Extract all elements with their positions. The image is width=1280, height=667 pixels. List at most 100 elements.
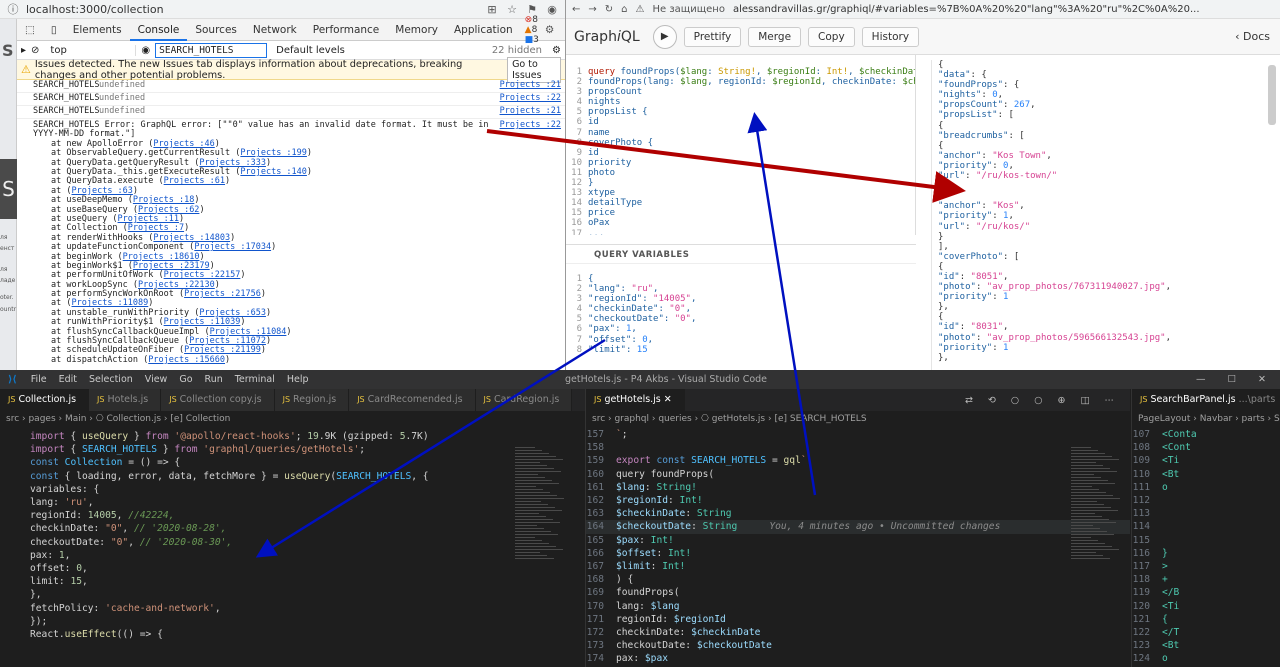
close-icon[interactable]: ✕ [663, 394, 672, 405]
menu-edit[interactable]: Edit [58, 374, 77, 385]
query-variables-header[interactable]: QUERY VARIABLES [566, 244, 916, 264]
stack-source-link[interactable]: Projects :11089 [71, 298, 149, 309]
stack-source-link[interactable]: Projects :46 [153, 138, 215, 149]
stack-source-link[interactable]: Projects :11072 [189, 336, 266, 347]
levels-dropdown[interactable]: Default levels [276, 44, 345, 56]
code-line[interactable]: 113 [1132, 508, 1150, 520]
menu-go[interactable]: Go [179, 374, 193, 385]
reload-icon[interactable]: ↻ [604, 3, 614, 15]
code-editor-left[interactable]: import { useQuery } from '@apollo/react-… [0, 428, 585, 641]
stack-source-link[interactable]: Projects :653 [199, 307, 266, 318]
query-line[interactable]: 5 propsList { [576, 107, 648, 118]
stack-source-link[interactable]: Projects :11 [117, 213, 179, 224]
extension-icon[interactable]: ⚑ [527, 2, 537, 16]
variable-line[interactable]: 5 "checkoutDate": "0", [576, 314, 697, 325]
code-line[interactable]: 169 foundProps( [586, 587, 680, 599]
menu-help[interactable]: Help [286, 374, 309, 385]
query-line[interactable]: 14 detailType [571, 198, 643, 209]
home-icon[interactable]: ⌂ [621, 3, 628, 15]
log-source-link[interactable]: Projects :21 [499, 80, 561, 91]
code-line[interactable]: import { useQuery } from '@apollo/react-… [30, 431, 429, 442]
variable-line[interactable]: 8 "limit": 15 [576, 344, 648, 355]
stack-source-link[interactable]: Projects :21756 [184, 289, 261, 300]
code-line[interactable]: 159 export const SEARCH_HOTELS = gql` [586, 455, 807, 467]
gear-icon[interactable]: ⚙ [552, 44, 561, 56]
stack-source-link[interactable]: Projects :140 [240, 166, 307, 177]
menu-file[interactable]: File [30, 374, 47, 385]
code-line[interactable]: 120 <Ti [1132, 600, 1180, 612]
code-line[interactable]: const { loading, error, data, fetchMore … [30, 470, 429, 482]
stack-source-link[interactable]: Projects :199 [240, 148, 307, 159]
query-line[interactable]: 17 ... [571, 228, 605, 236]
code-line[interactable]: 163 $checkinDate: String [586, 508, 732, 520]
code-line[interactable]: checkoutDate: "0", // '2020-08-30', [30, 536, 233, 548]
stack-source-link[interactable]: Projects :14803 [153, 232, 231, 243]
url-text[interactable]: localhost:3000/collection [26, 2, 164, 16]
history-button[interactable]: History [861, 26, 920, 47]
execute-button[interactable]: ▶ [652, 24, 677, 49]
sidebar-toggle-icon[interactable]: ▸ [21, 44, 27, 56]
device-icon[interactable]: ▯ [50, 23, 57, 36]
breadcrumb[interactable]: src › graphql › queries › ⎔ getHotels.js… [592, 414, 867, 424]
code-line[interactable]: 173 checkoutDate: $checkoutDate [586, 640, 772, 652]
go-to-issues-button[interactable]: Go to Issues [507, 56, 561, 83]
code-line[interactable]: 124 o [1132, 653, 1168, 665]
code-line[interactable]: limit: 15, [30, 576, 88, 588]
stack-source-link[interactable]: Projects :23179 [132, 260, 210, 271]
tab-application[interactable]: Application [453, 23, 513, 36]
code-line[interactable]: 172 checkinDate: $checkinDate [586, 627, 761, 639]
stack-source-link[interactable]: Projects :18610 [122, 251, 200, 262]
variable-line[interactable]: 3 "regionId": "14005", [576, 294, 697, 305]
code-line[interactable]: 108 <Cont [1132, 442, 1191, 454]
query-line[interactable]: 15 price [571, 208, 616, 219]
gear-icon[interactable]: ⚙ [544, 23, 555, 36]
log-source-link[interactable]: Projects :22 [499, 93, 561, 104]
code-line[interactable]: 109 <Ti [1132, 455, 1180, 467]
stack-source-link[interactable]: Projects :11039 [163, 317, 241, 328]
url-text[interactable]: alessandravillas.gr/graphiql/#variables=… [732, 3, 1200, 15]
inspect-icon[interactable]: ⬚ [25, 23, 35, 36]
error-source-link[interactable]: Projects :22 [499, 120, 561, 130]
stack-source-link[interactable]: Projects :21199 [184, 345, 261, 356]
tab-console[interactable]: Console [129, 19, 188, 41]
forward-icon[interactable]: → [588, 3, 597, 15]
clear-console-icon[interactable]: ⊘ [31, 44, 40, 56]
query-line[interactable]: 7 name [576, 127, 610, 138]
code-line[interactable]: 112 [1132, 495, 1150, 507]
menu-run[interactable]: Run [204, 374, 223, 385]
menu-selection[interactable]: Selection [89, 374, 133, 385]
code-line[interactable]: React.useEffect(() => { [30, 629, 163, 641]
code-line[interactable]: 160 query foundProps( [586, 468, 715, 480]
code-line[interactable]: 123 <Bt [1132, 640, 1180, 652]
variable-line[interactable]: 6 "pax": 1, [576, 324, 637, 335]
code-line[interactable]: lang: 'ru', [30, 497, 94, 509]
query-line[interactable]: 16 oPax [571, 218, 610, 229]
profile-icon[interactable]: ◉ [547, 2, 557, 16]
code-line[interactable]: 171 regionId: $regionId [586, 613, 726, 625]
stack-source-link[interactable]: Projects :18 [132, 195, 195, 206]
log-source-link[interactable]: Projects :21 [499, 106, 561, 117]
stack-source-link[interactable]: Projects :333 [199, 157, 266, 168]
query-line[interactable]: 9 id [576, 147, 599, 158]
query-line[interactable]: 10 priority [571, 157, 632, 168]
context-select[interactable]: top [44, 44, 137, 56]
stack-source-link[interactable]: Projects :62 [138, 204, 200, 215]
variable-line[interactable]: 1{ [576, 274, 594, 284]
code-line[interactable]: variables: { [30, 483, 100, 495]
menu-terminal[interactable]: Terminal [234, 374, 275, 385]
stack-source-link[interactable]: Projects :22130 [138, 279, 215, 290]
breadcrumb[interactable]: PageLayout › Navbar › parts › Se [1138, 414, 1280, 424]
code-line[interactable]: 110 <Bt [1132, 468, 1180, 480]
prettify-button[interactable]: Prettify [683, 26, 742, 47]
code-line[interactable]: 119 </B [1132, 587, 1180, 599]
code-line[interactable]: 107 <Conta [1132, 429, 1197, 440]
code-line[interactable]: 162 $regionId: Int! [586, 495, 703, 507]
query-line[interactable]: 8 coverPhoto { [576, 137, 654, 148]
